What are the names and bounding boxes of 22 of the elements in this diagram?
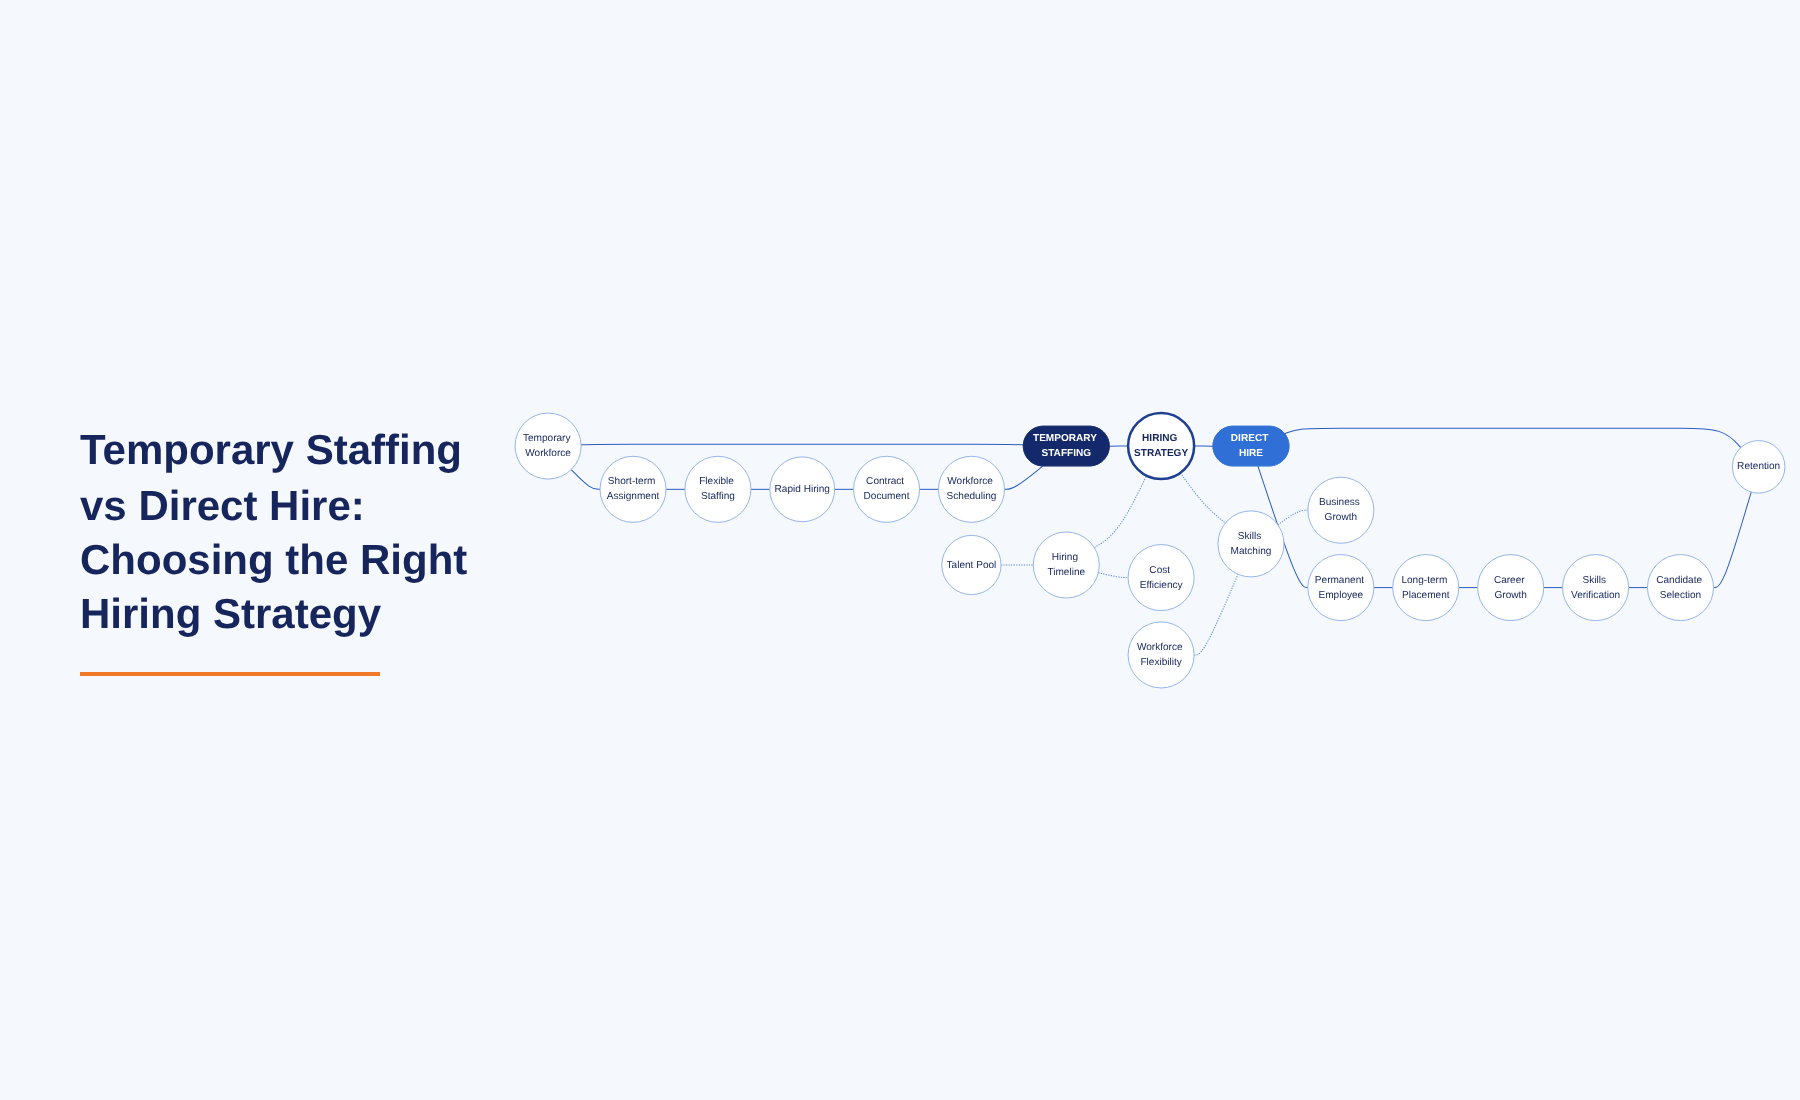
connector — [1277, 509, 1309, 525]
connector — [750, 488, 771, 490]
connector — [1458, 586, 1479, 588]
connector — [834, 488, 855, 490]
connector — [1093, 474, 1148, 548]
connector — [1109, 445, 1129, 447]
connector — [1543, 586, 1564, 588]
connector — [919, 488, 939, 490]
connector — [570, 468, 601, 490]
connector — [1097, 571, 1129, 578]
connector — [580, 443, 1025, 445]
connector — [1628, 586, 1648, 588]
connector — [1179, 471, 1226, 524]
connector — [1193, 445, 1214, 447]
connector — [1193, 573, 1239, 655]
connector — [1003, 465, 1044, 490]
connector — [1000, 564, 1034, 565]
connector — [665, 488, 686, 490]
connector — [1373, 586, 1394, 588]
connector — [1284, 427, 1742, 448]
connector — [1713, 491, 1752, 588]
title: Temporary Staffing vs Direct Hire: Choosing the Right Hiring Strategy — [80, 426, 470, 643]
